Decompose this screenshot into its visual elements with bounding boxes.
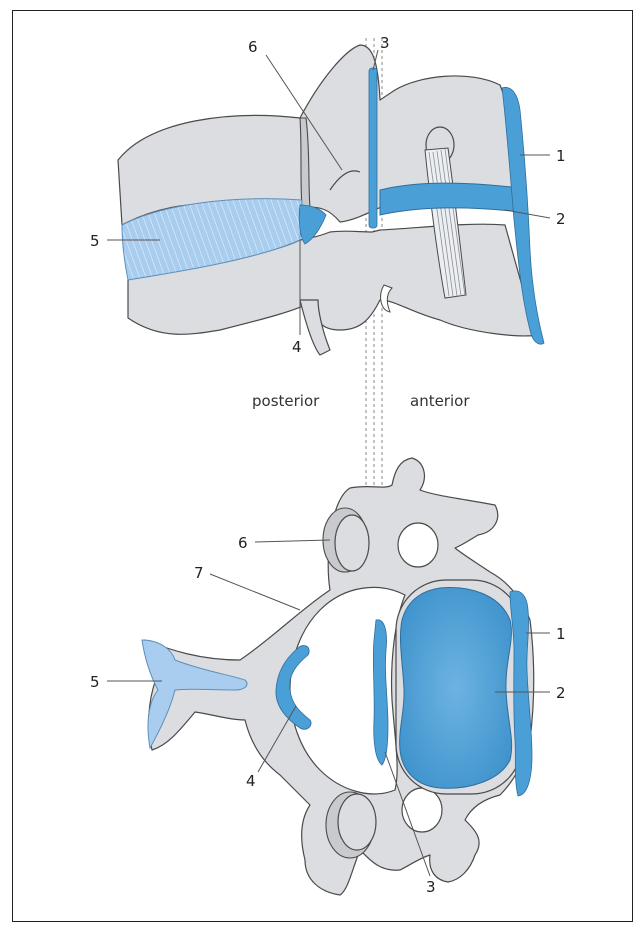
posterior-label: posterior bbox=[252, 392, 320, 410]
label-6-top: 6 bbox=[248, 38, 258, 56]
label-1-top: 1 bbox=[556, 147, 566, 165]
label-7-bottom: 7 bbox=[194, 564, 204, 582]
anterior-label: anterior bbox=[410, 392, 470, 410]
posterior-longitudinal-ligament-axial bbox=[373, 620, 388, 765]
intervertebral-disc-axial bbox=[400, 587, 512, 788]
label-1-bottom: 1 bbox=[556, 625, 566, 643]
label-2-bottom: 2 bbox=[556, 684, 566, 702]
label-3-top: 3 bbox=[380, 34, 390, 52]
label-6-bottom: 6 bbox=[238, 534, 248, 552]
label-2-top: 2 bbox=[556, 210, 566, 228]
label-4-top: 4 bbox=[292, 338, 302, 356]
label-4-bottom: 4 bbox=[246, 772, 256, 790]
label-5-top: 5 bbox=[90, 232, 100, 250]
label-3-bottom: 3 bbox=[426, 878, 436, 896]
label-5-bottom: 5 bbox=[90, 673, 100, 691]
posterior-longitudinal-ligament-lateral bbox=[369, 68, 377, 228]
